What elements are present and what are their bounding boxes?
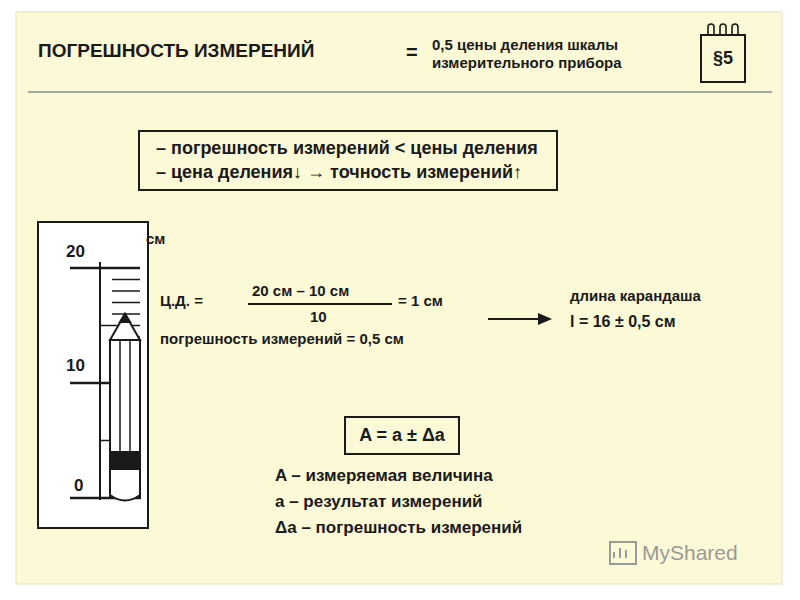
node-text: – цена деления↓ → точность измерений↑ (156, 160, 540, 184)
unit-label: см (146, 230, 165, 248)
legend-line: Δa – погрешность измерений (275, 518, 522, 538)
formula-box: A = a ± Δa (344, 416, 460, 455)
page-ground (16, 12, 782, 584)
formula-result: = 1 см (398, 292, 443, 310)
result-arrow (488, 313, 552, 325)
ruler-tick (112, 290, 140, 292)
result-value: l = 16 ± 0,5 см (570, 312, 676, 331)
fraction-denominator: 10 (310, 308, 327, 326)
result-caption: длина карандаша (570, 287, 701, 305)
scale-number: 0 (74, 476, 83, 496)
fraction-bar (248, 303, 392, 305)
node-text: – погрешность измерений < цены деления (156, 136, 540, 160)
formula-label: Ц.Д. = (160, 292, 203, 310)
title: ПОГРЕШНОСТЬ ИЗМЕРЕНИЙ (38, 40, 314, 63)
legend-line: A – измеряемая величина (275, 466, 493, 486)
ruler-tick (70, 267, 140, 270)
node-text: A = a ± Δa (358, 423, 446, 447)
ruler-tick (112, 279, 140, 281)
ruler (38, 222, 148, 528)
scale-number: 10 (66, 356, 85, 376)
title-rule (28, 91, 772, 93)
pencil (110, 314, 140, 501)
scale-number: 20 (66, 242, 85, 262)
watermark: MyShared (642, 540, 738, 565)
fraction-numerator: 20 см – 10 см (252, 282, 349, 300)
ruler-tick (112, 302, 140, 304)
notepad-rings (708, 24, 738, 34)
rules-box: – погрешность измерений < цены деления– … (138, 130, 558, 191)
equals-sign: = (406, 40, 418, 64)
section-notepad: §5 (700, 34, 746, 83)
error-note: погрешность измерений = 0,5 см (160, 330, 404, 348)
legend-line: a – результат измерений (275, 492, 483, 512)
node-text: §5 (710, 46, 736, 70)
definition-text: 0,5 цены деления шкалы измерительного пр… (432, 36, 682, 72)
watermark-icon (610, 542, 636, 564)
